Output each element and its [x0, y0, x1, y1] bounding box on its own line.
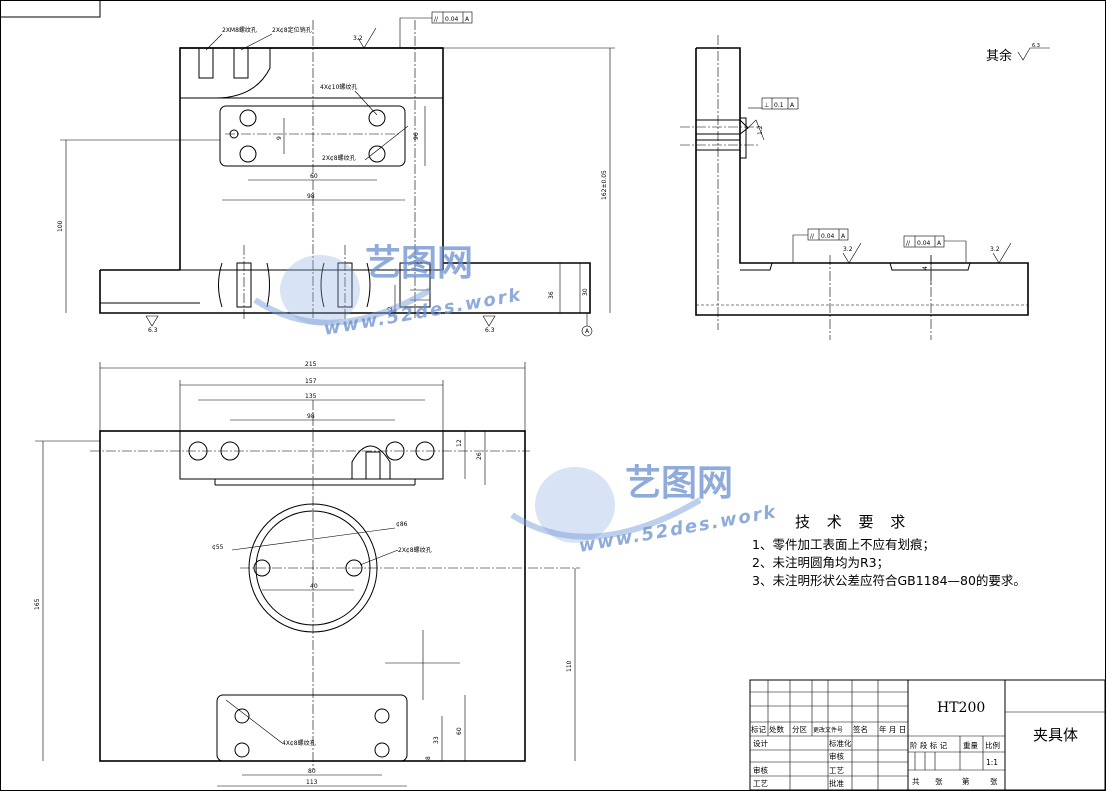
hdr-zone: 分区	[792, 725, 807, 734]
label-design: 设计	[753, 738, 768, 748]
dim-157: 157	[305, 378, 317, 385]
rough-6-3-right: 6.3	[485, 327, 495, 334]
requirement-2: 2、未注明圆角均为R3；	[752, 555, 889, 570]
hdr-count: 处数	[769, 724, 784, 734]
label-process: 工艺	[829, 766, 844, 775]
requirements-title: 技 术 要 求	[795, 513, 911, 531]
dim-110: 110	[566, 660, 573, 672]
label-tap-2x-top: 2XM8螺纹孔	[222, 26, 257, 34]
sheet-no: 第	[962, 776, 970, 786]
dim-113: 113	[306, 779, 318, 786]
corner-tab	[0, 0, 101, 18]
tol-perp-value: 0.1	[774, 102, 784, 109]
rough-6-3-left: 6.3	[148, 327, 158, 334]
watermark-top: 艺图网 www.52des.work	[253, 243, 524, 340]
watermark-brand-bottom: 艺图网	[625, 463, 733, 504]
dim-96: 96	[413, 132, 420, 140]
tol-datum-top: A	[465, 16, 470, 23]
rough-1-2: 1.2	[757, 125, 764, 135]
label-scale: 比例	[985, 740, 1000, 750]
label-weight: 重量	[963, 741, 978, 750]
side-view: ⊥ 0.1 A 1.2 // 0.04 A // 0.04 A 3.2 3.2 …	[680, 35, 1050, 340]
dim-height: 162±0.05	[601, 170, 608, 200]
label-holes-4x-bottom: 4X¢8螺纹孔	[282, 739, 316, 747]
label-proofread: 审核	[753, 765, 768, 775]
watermark-brand-top: 艺图网	[365, 243, 473, 284]
dim-40: 40	[310, 583, 318, 590]
requirement-1: 1、零件加工表面上不应有划痕；	[752, 537, 935, 552]
dim-165: 165	[34, 598, 41, 610]
label-holes-4x: 4X¢10螺纹孔	[320, 83, 357, 91]
label-approve: 批准	[829, 778, 844, 788]
tol-flat-value: 0.04	[917, 240, 931, 247]
label-review2: 审核	[829, 751, 844, 761]
label-dia-55: ¢55	[212, 544, 224, 551]
tol-value-top: 0.04	[445, 16, 459, 23]
dim-9: 9	[276, 136, 283, 140]
svg-text:⊥: ⊥	[764, 102, 769, 109]
rough-3-2-left: 3.2	[843, 246, 853, 253]
label-holes-2x-mid: 2X¢8螺纹孔	[322, 154, 356, 162]
hdr-sign: 签名	[853, 724, 868, 734]
label-craft: 工艺	[753, 779, 768, 788]
dim-8: 8	[425, 756, 432, 760]
hdr-doc: 更改文件号	[813, 726, 843, 734]
plan-view: 215 157 135 98 12 26 40 165 110 60 33 8 …	[34, 361, 580, 787]
svg-text://: //	[810, 233, 815, 240]
front-view: 60 98 96 100 162±0.05 36 30 9 4.2 2XM8螺纹…	[57, 11, 615, 337]
dim-98-plan: 98	[307, 413, 315, 420]
datum-a: A	[585, 328, 590, 335]
watermark-bottom: 艺图网 www.52des.work	[510, 463, 779, 557]
svg-text://: //	[906, 240, 911, 247]
dim-98: 98	[307, 193, 315, 200]
label-dowel-2x-top: 2X¢8定位销孔	[272, 26, 312, 34]
dim-12: 12	[456, 439, 463, 447]
technical-requirements: 技 术 要 求 1、零件加工表面上不应有划痕； 2、未注明圆角均为R3； 3、未…	[752, 513, 1026, 588]
hdr-date: 年 月 日	[879, 724, 906, 734]
requirement-3: 3、未注明形状公差应符合GB1184—80的要求。	[752, 573, 1026, 588]
rough-3-2-right: 3.2	[990, 246, 1000, 253]
dim-26: 26	[476, 452, 483, 460]
sheets-unit: 张	[935, 777, 943, 786]
dim-30: 30	[582, 288, 589, 296]
dim-60: 60	[310, 173, 318, 180]
dim-100: 100	[57, 220, 64, 232]
tol-perp-datum: A	[790, 102, 795, 109]
title-block: HT200 夹具体 标记 处数 分区 更改文件号 签名 年 月 日 设计 标准化…	[749, 679, 1106, 791]
material: HT200	[937, 700, 985, 716]
label-standardize: 标准化	[829, 738, 852, 748]
dim-4: 4	[922, 266, 929, 270]
dim-36: 36	[548, 291, 555, 299]
label-holes-2x-low: 2X¢8螺纹孔	[398, 546, 432, 554]
part-name: 夹具体	[1033, 726, 1078, 744]
scale-value: 1:1	[986, 758, 998, 767]
rough-3-2-top: 3.2	[353, 35, 363, 42]
hdr-mark: 标记	[751, 724, 766, 734]
svg-text://: //	[434, 16, 439, 23]
dim-215: 215	[305, 361, 317, 368]
tol-par-datum: A	[841, 233, 846, 240]
rest-text: 其余	[986, 48, 1012, 64]
dim-80: 80	[308, 768, 316, 775]
tol-flat-datum: A	[937, 240, 942, 247]
rest-roughness: 6.3	[1032, 43, 1040, 49]
dim-135: 135	[305, 393, 317, 400]
sheets-total: 共	[912, 777, 920, 786]
label-dia-86: ¢86	[396, 521, 408, 528]
label-stage-mark: 阶 段 标 记	[910, 740, 948, 750]
tol-par-value: 0.04	[821, 233, 835, 240]
dim-60-plan: 60	[456, 727, 463, 735]
dim-33: 33	[433, 736, 440, 744]
sheet-unit2: 张	[990, 777, 998, 786]
